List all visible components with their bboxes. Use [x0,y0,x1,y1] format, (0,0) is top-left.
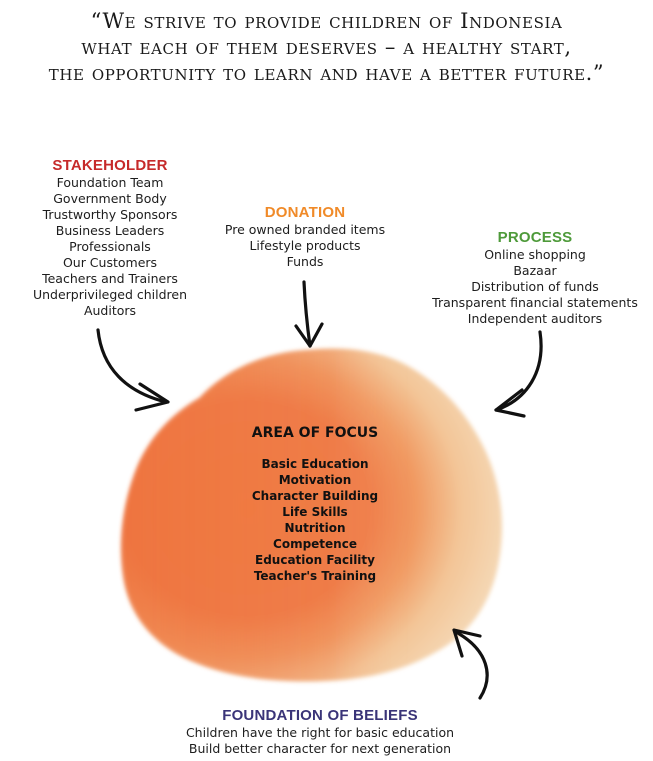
stakeholder-item: Trustworthy Sponsors [42,207,178,222]
process-item: Online shopping [484,247,586,262]
focus-item: Nutrition [284,521,346,535]
mission-quote: “We strive to provide children of Indone… [0,8,653,86]
stakeholder-item: Underprivileged children [32,287,188,302]
stakeholder-item: Teachers and Trainers [42,271,178,286]
beliefs-arrow [452,628,489,700]
donation-arrow [294,280,324,348]
process-item: Distribution of funds [471,279,599,294]
stakeholder-arrow [96,328,170,412]
focus-item: Teacher's Training [253,569,377,583]
stakeholder-item: Foundation Team [56,175,164,190]
process-arrow [494,330,543,418]
process-item: Independent auditors [467,311,603,326]
process-block: PROCESS Online shopping Bazaar Distribut… [425,228,645,327]
focus-item: Motivation [278,473,352,487]
stakeholder-item: Our Customers [62,255,158,270]
stakeholder-item: Government Body [53,191,167,206]
focus-item: Competence [273,537,357,551]
process-item: Bazaar [513,263,557,278]
stakeholder-item: Professionals [69,239,151,254]
focus-item: Education Facility [255,553,375,567]
beliefs-title: FOUNDATION OF BELIEFS [222,707,418,724]
donation-block: DONATION Pre owned branded items Lifesty… [215,203,395,270]
donation-item: Funds [286,254,324,269]
beliefs-block: FOUNDATION OF BELIEFS Children have the … [160,706,480,757]
beliefs-item: Children have the right for basic educat… [185,725,455,740]
area-of-focus: AREA OF FOCUS Basic Education Motivation… [205,424,425,584]
stakeholder-item: Auditors [83,303,137,318]
donation-item: Lifestyle products [249,238,361,253]
focus-item: Character Building [251,489,379,503]
quote-line-2: what each of them deserves – a healthy s… [81,35,572,59]
quote-line-3: the opportunity to learn and have a bett… [48,61,605,85]
donation-title: DONATION [264,204,346,221]
beliefs-item: Build better character for next generati… [188,741,452,756]
blob-shading [121,348,503,682]
donation-item: Pre owned branded items [224,222,386,237]
focus-item: Life Skills [282,505,348,519]
focus-item: Basic Education [261,457,369,471]
process-item: Transparent financial statements [432,295,638,310]
stakeholder-item: Business Leaders [55,223,165,238]
stakeholder-block: STAKEHOLDER Foundation Team Government B… [20,156,200,319]
focus-title: AREA OF FOCUS [251,425,379,441]
stakeholder-title: STAKEHOLDER [52,157,168,174]
process-title: PROCESS [497,229,573,246]
quote-line-1: “We strive to provide children of Indone… [90,9,563,33]
